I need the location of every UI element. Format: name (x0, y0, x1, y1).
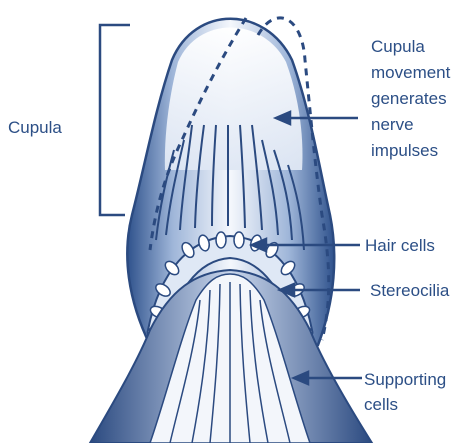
svg-text:impulses: impulses (371, 141, 438, 160)
svg-text:Cupula: Cupula (371, 37, 425, 56)
label-stereocilia: Stereocilia (370, 281, 450, 300)
label-supporting-cells: Supporting cells (364, 370, 446, 414)
svg-text:Supporting: Supporting (364, 370, 446, 389)
svg-text:movement: movement (371, 63, 451, 82)
svg-text:generates: generates (371, 89, 447, 108)
label-cupula-movement: Cupula movement generates nerve impulses (371, 37, 451, 160)
svg-text:cells: cells (364, 395, 398, 414)
cupula-bracket (100, 25, 130, 215)
svg-text:nerve: nerve (371, 115, 414, 134)
label-hair-cells: Hair cells (365, 236, 435, 255)
label-cupula: Cupula (8, 118, 62, 137)
